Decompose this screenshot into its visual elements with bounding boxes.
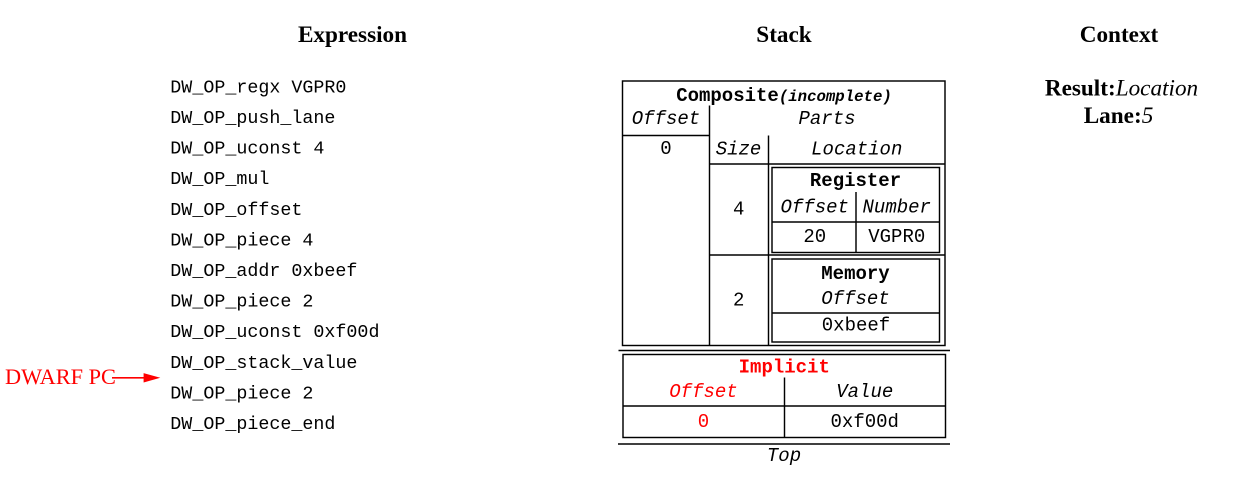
svg-text:DW_OP_piece_end: DW_OP_piece_end [170, 414, 335, 435]
svg-text:0: 0 [660, 138, 671, 160]
svg-text:4: 4 [733, 198, 744, 220]
svg-text:DW_OP_uconst 4: DW_OP_uconst 4 [170, 139, 324, 160]
svg-text:DW_OP_piece 2: DW_OP_piece 2 [170, 383, 313, 404]
svg-text:DW_OP_uconst 0xf00d: DW_OP_uconst 0xf00d [170, 322, 379, 343]
svg-text:VGPR0: VGPR0 [868, 226, 925, 248]
svg-text:Value: Value [836, 381, 893, 403]
svg-text:Stack: Stack [756, 22, 812, 48]
svg-text:DW_OP_stack_value: DW_OP_stack_value [170, 353, 357, 374]
svg-text:DWARF PC: DWARF PC [5, 364, 116, 389]
svg-text:Memory: Memory [821, 263, 890, 285]
svg-text:DW_OP_regx VGPR0: DW_OP_regx VGPR0 [170, 77, 346, 98]
svg-text:Offset: Offset [781, 196, 849, 218]
svg-text:Location: Location [811, 138, 902, 160]
svg-text:Register: Register [810, 170, 901, 192]
svg-text:DW_OP_piece 4: DW_OP_piece 4 [170, 230, 313, 251]
svg-text:DW_OP_addr 0xbeef: DW_OP_addr 0xbeef [170, 261, 357, 282]
svg-text:0: 0 [698, 411, 709, 433]
svg-text:Offset: Offset [821, 288, 889, 310]
svg-text:Context: Context [1080, 22, 1159, 48]
svg-text:Lane:5: Lane:5 [1084, 103, 1154, 129]
svg-text:Composite(incomplete): Composite(incomplete) [676, 85, 892, 107]
svg-text:Offset: Offset [669, 381, 737, 403]
svg-text:Result:Location: Result:Location [1045, 76, 1198, 102]
svg-text:Offset: Offset [632, 108, 700, 130]
svg-text:DW_OP_push_lane: DW_OP_push_lane [170, 108, 335, 129]
svg-text:Implicit: Implicit [739, 356, 830, 378]
svg-text:0xf00d: 0xf00d [831, 411, 899, 433]
svg-text:Size: Size [716, 138, 762, 160]
svg-text:20: 20 [803, 226, 826, 248]
svg-text:0xbeef: 0xbeef [822, 314, 890, 336]
svg-text:2: 2 [733, 289, 744, 311]
svg-text:Parts: Parts [798, 108, 855, 130]
svg-text:DW_OP_offset: DW_OP_offset [170, 200, 302, 221]
svg-text:DW_OP_mul: DW_OP_mul [170, 169, 269, 190]
svg-text:Number: Number [863, 196, 931, 218]
svg-text:Expression: Expression [298, 22, 407, 48]
svg-text:Top: Top [767, 445, 801, 467]
svg-text:DW_OP_piece 2: DW_OP_piece 2 [170, 292, 313, 313]
